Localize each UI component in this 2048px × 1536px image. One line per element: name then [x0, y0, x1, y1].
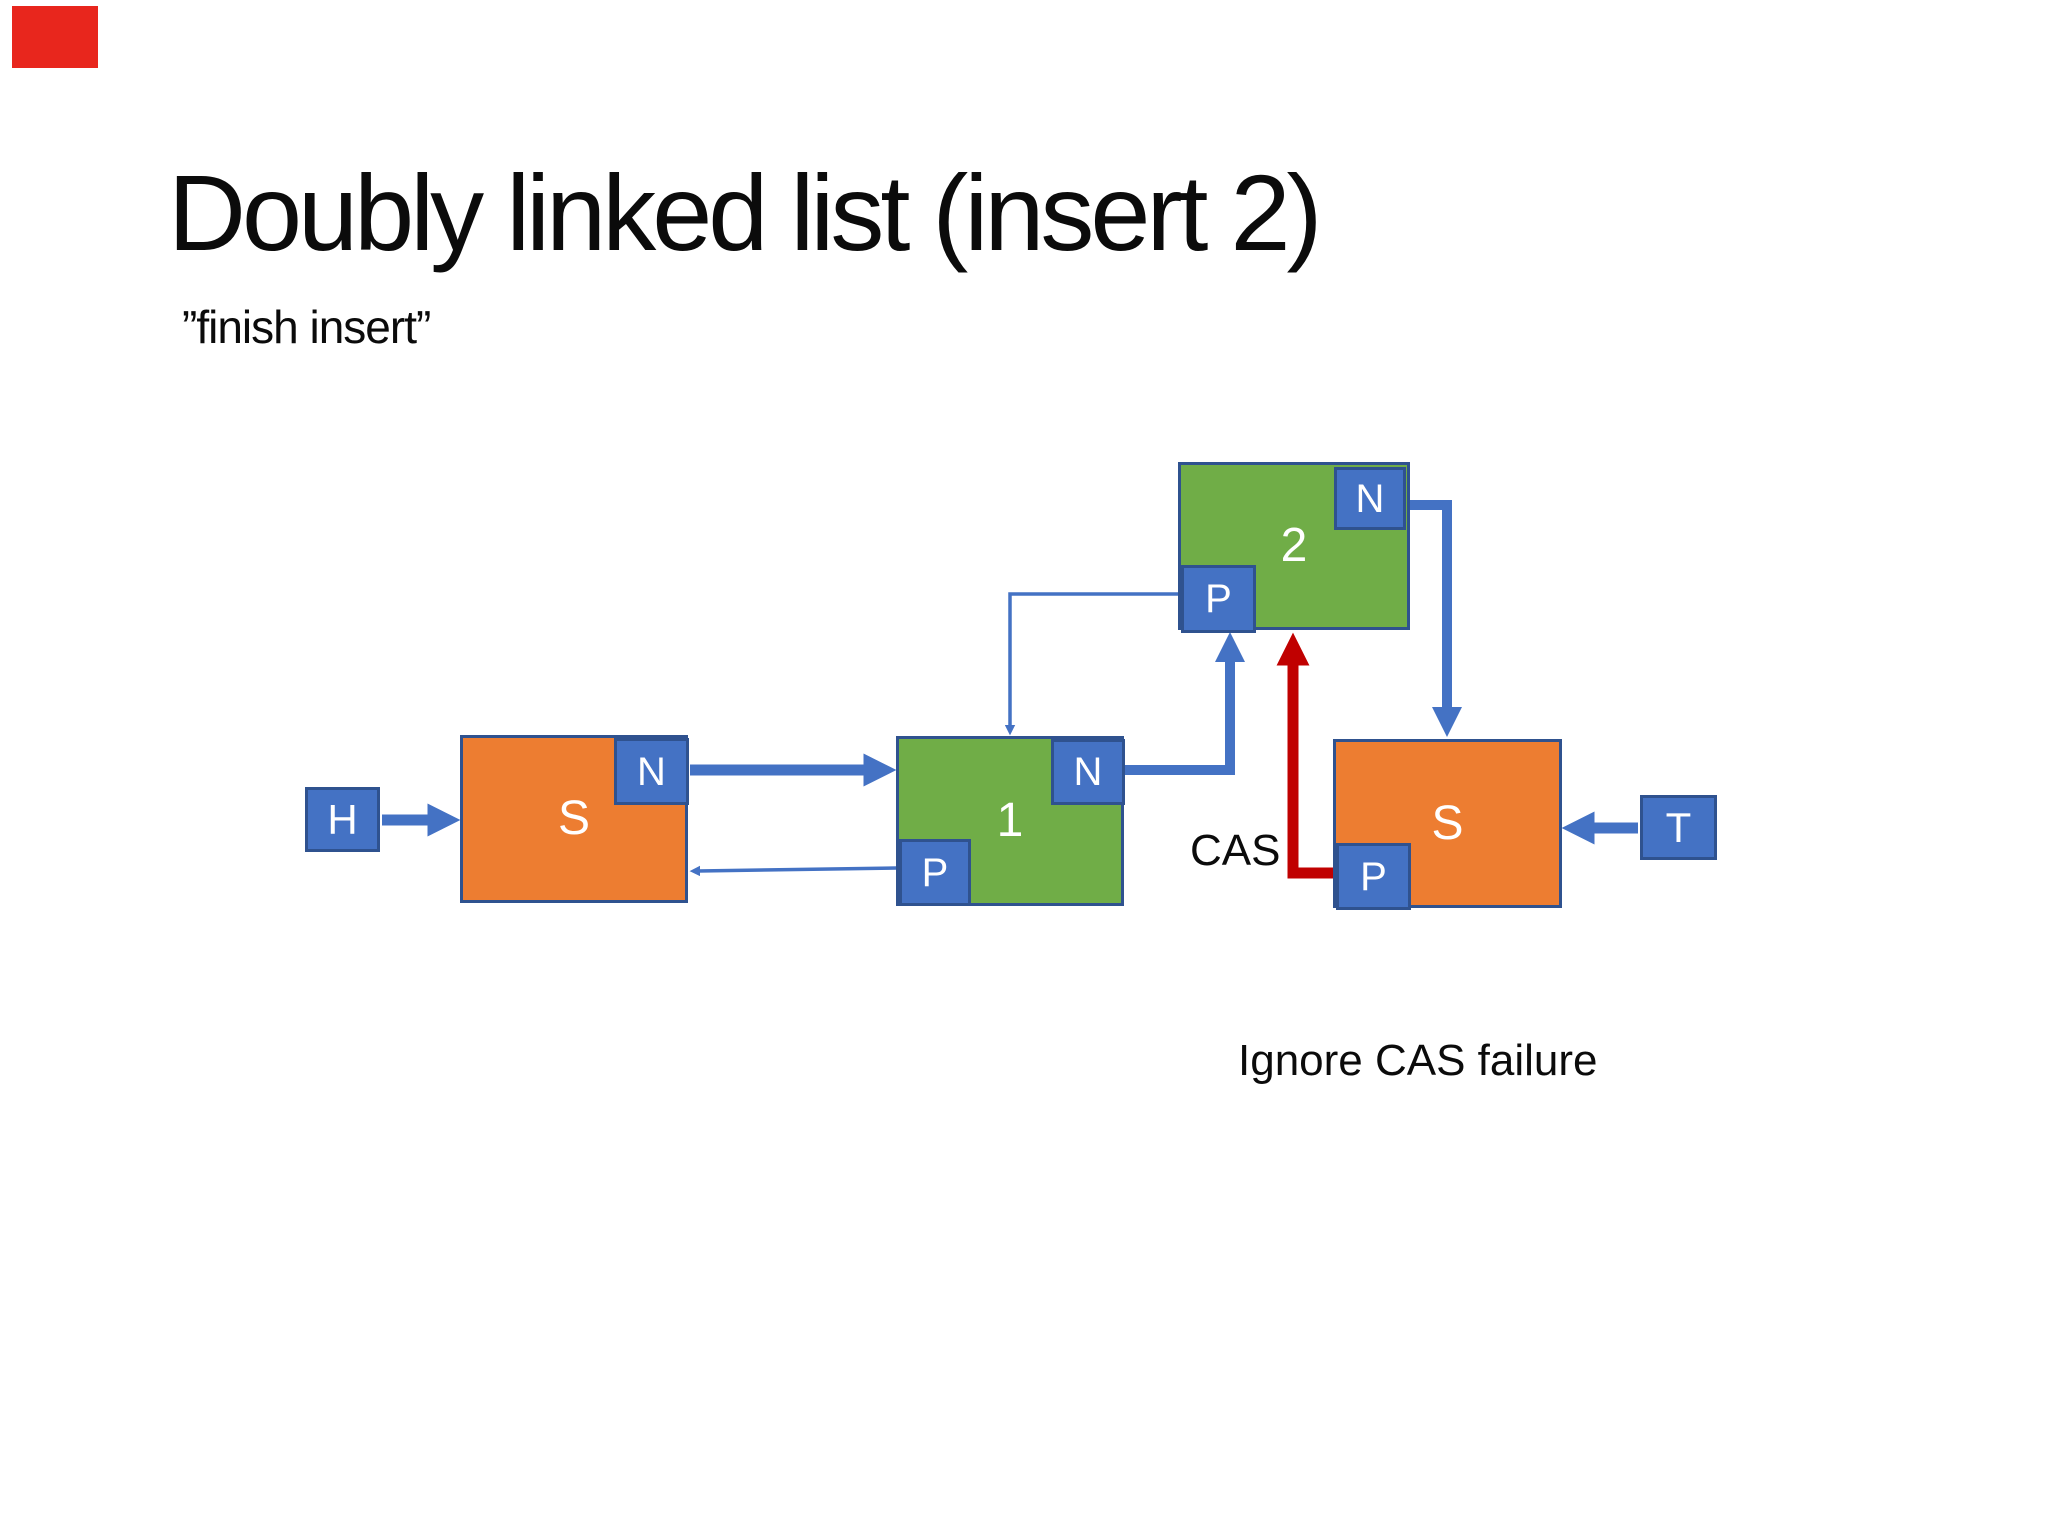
arrow-cas-tail-prev-to-node2	[1276, 632, 1333, 879]
node1: 1 N P	[896, 736, 1125, 906]
head-next-field: N	[614, 738, 689, 805]
arrow-node1-prev-to-head	[689, 865, 898, 877]
node2-prev-label: P	[1205, 577, 1232, 621]
tail-ref-box: T	[1640, 795, 1717, 860]
arrow-node1-next-to-node2-prev	[1124, 632, 1245, 775]
node2: 2 N P	[1178, 462, 1410, 633]
recording-indicator[interactable]	[12, 6, 98, 68]
arrow-node2-prev-to-node1	[1004, 592, 1178, 736]
ignore-cas-failure-note: Ignore CAS failure	[1238, 1036, 1598, 1085]
head-next-label: N	[637, 749, 666, 794]
node1-value: 1	[996, 794, 1024, 847]
node2-prev-field: P	[1181, 565, 1256, 633]
head-sentinel-value: S	[557, 792, 590, 845]
tail-sentinel-node: S P	[1333, 739, 1562, 910]
node1-next-field: N	[1051, 739, 1125, 805]
node1-prev-label: P	[921, 850, 949, 895]
tail-ref-label: T	[1665, 803, 1692, 851]
arrow-node2-next-to-tail	[1405, 500, 1462, 737]
node1-prev-field: P	[899, 839, 971, 906]
slide-subtitle: ”finish insert”	[182, 301, 431, 353]
head-ref-label: H	[327, 795, 358, 843]
tail-prev-field: P	[1336, 843, 1411, 910]
cas-annotation: CAS	[1190, 826, 1281, 875]
head-ref-box: H	[305, 787, 380, 852]
tail-sentinel-value: S	[1431, 796, 1464, 850]
node2-value: 2	[1280, 519, 1308, 572]
head-sentinel-node: S N	[460, 735, 689, 903]
tail-prev-label: P	[1360, 854, 1387, 899]
node1-next-label: N	[1073, 750, 1103, 794]
node2-next-field: N	[1334, 467, 1406, 530]
node2-next-label: N	[1355, 476, 1385, 521]
slide-title: Doubly linked list (insert 2)	[168, 152, 1322, 273]
